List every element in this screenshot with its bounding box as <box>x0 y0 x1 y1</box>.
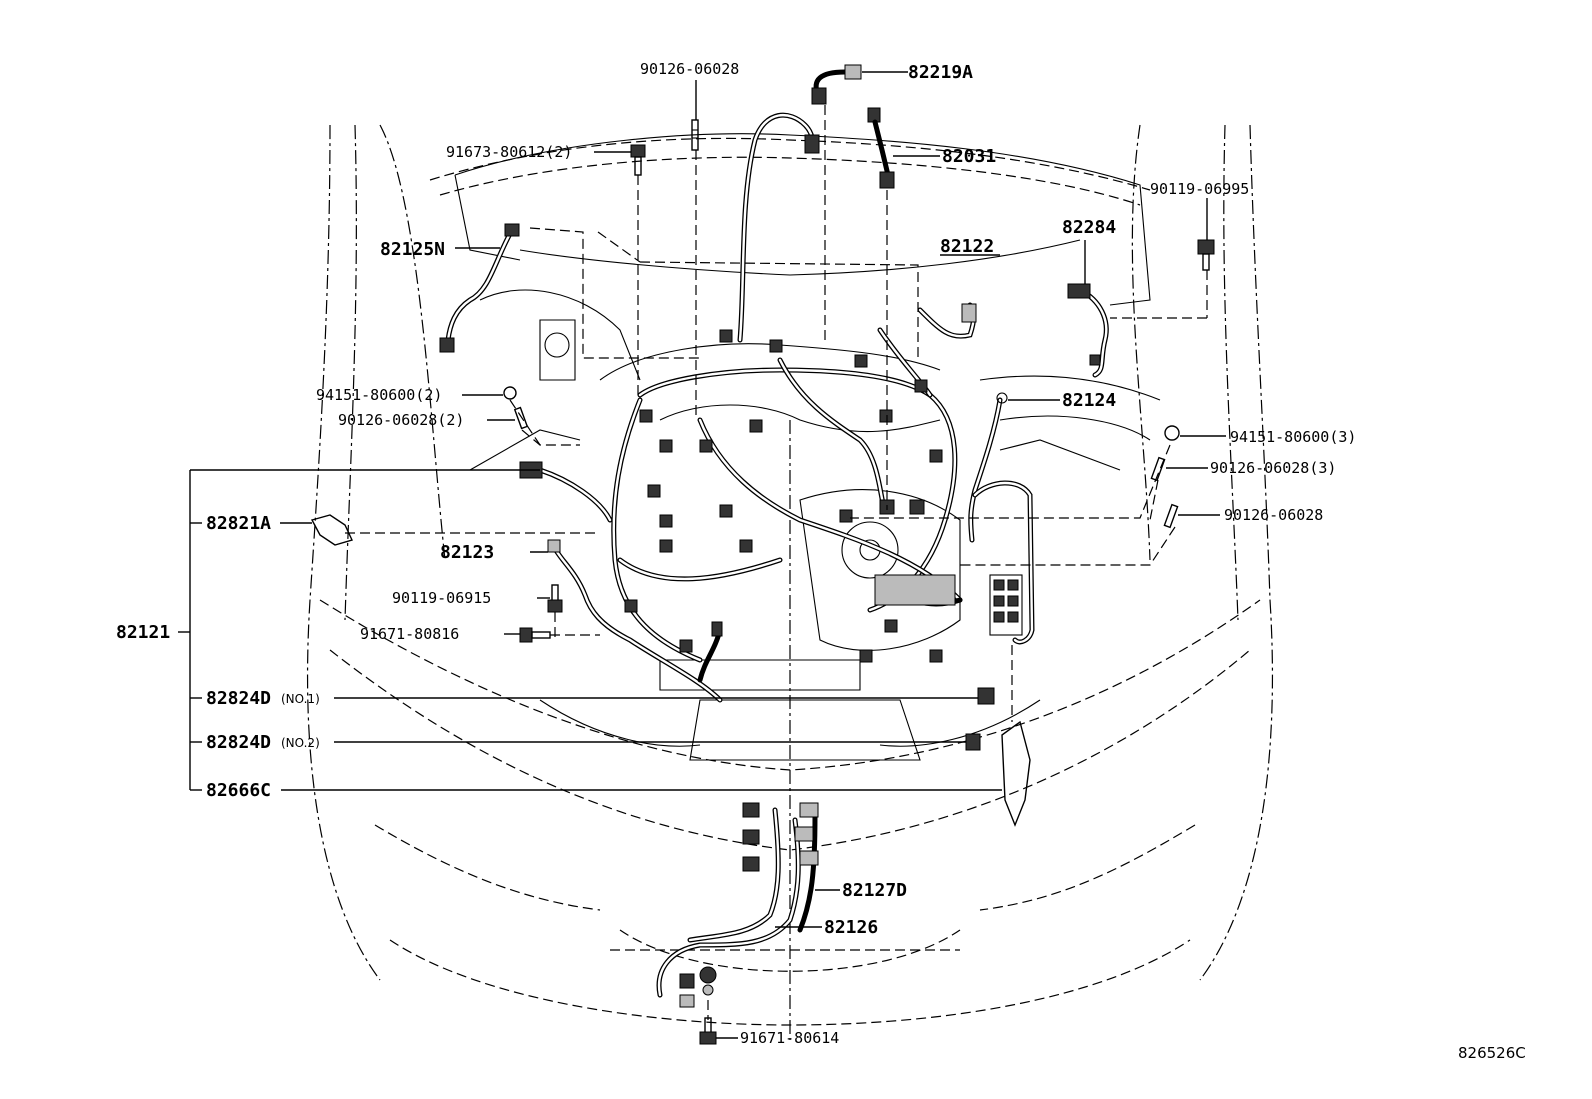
label-91671-80816: 91671-80816 <box>360 625 459 643</box>
label-82824D-no2: 82824D <box>206 732 271 753</box>
label-82824D-no1: 82824D <box>206 688 271 709</box>
label-91671-80614: 91671-80614 <box>740 1029 839 1047</box>
bolt-90119-06915 <box>547 584 563 613</box>
label-90119-06995: 90119-06995 <box>1150 180 1249 198</box>
bolt-91673-80612 <box>630 144 646 176</box>
label-82824D-no1-note: (NO.1) <box>281 692 320 706</box>
label-82219A: 82219A <box>908 62 973 83</box>
nut-94151-80600-3 <box>1164 425 1180 441</box>
bracket-82666C <box>1001 720 1031 827</box>
label-90119-06915: 90119-06915 <box>392 589 491 607</box>
label-82122: 82122 <box>940 236 994 257</box>
label-82824D-no2-note: (NO.2) <box>281 736 320 750</box>
reference-lines <box>345 105 1208 1020</box>
clamp-82821A <box>310 514 353 546</box>
bolt-91671-80816 <box>519 627 551 643</box>
main-engine-harness <box>519 327 963 663</box>
harness-82124 <box>968 392 1035 645</box>
engine-bay-outline <box>454 133 1161 761</box>
label-94151-80600-2: 94151-80600(2) <box>316 386 442 404</box>
label-90126-06028-top: 90126-06028 <box>640 60 739 78</box>
label-82126: 82126 <box>824 917 878 938</box>
label-90126-06028-3: 90126-06028(3) <box>1210 459 1336 477</box>
label-82127D: 82127D <box>842 880 907 901</box>
label-82666C: 82666C <box>206 780 271 801</box>
label-82121: 82121 <box>116 622 170 643</box>
stud-90126-06028-top <box>691 119 699 151</box>
label-90126-06028-right: 90126-06028 <box>1224 506 1323 524</box>
harness-82219A <box>737 64 862 343</box>
nut-94151-80600-2 <box>503 386 517 400</box>
figure-code: 826526C <box>1458 1044 1526 1062</box>
label-91673-80612: 91673-80612(2) <box>446 143 572 161</box>
harness-82122 <box>917 302 977 339</box>
stud-90126-06028-2 <box>513 406 529 430</box>
label-82821A: 82821A <box>206 513 271 534</box>
stud-90126-06028-right <box>1163 503 1179 529</box>
vehicle-body-outline <box>306 124 1274 1040</box>
label-82125N: 82125N <box>380 239 445 260</box>
label-82284: 82284 <box>1062 217 1116 238</box>
label-90126-06028-2: 90126-06028(2) <box>338 411 464 429</box>
relay-block <box>989 574 1023 636</box>
harness-82284 <box>1067 283 1109 378</box>
connector-82031 <box>867 107 895 189</box>
leader-lines <box>178 71 1226 1039</box>
part-labels: 90126-06028 82219A 91673-80612(2) 82031 … <box>116 60 1526 1062</box>
harness-82125N <box>439 223 520 353</box>
label-82123: 82123 <box>440 542 494 563</box>
label-94151-80600-3: 94151-80600(3) <box>1230 428 1356 446</box>
stud-90126-06028-3 <box>1150 456 1166 482</box>
bolt-90119-06995 <box>1197 239 1215 271</box>
label-82031: 82031 <box>942 146 996 167</box>
label-82124: 82124 <box>1062 390 1116 411</box>
harness-82123 <box>547 539 723 703</box>
harness-82126 <box>656 802 819 1008</box>
